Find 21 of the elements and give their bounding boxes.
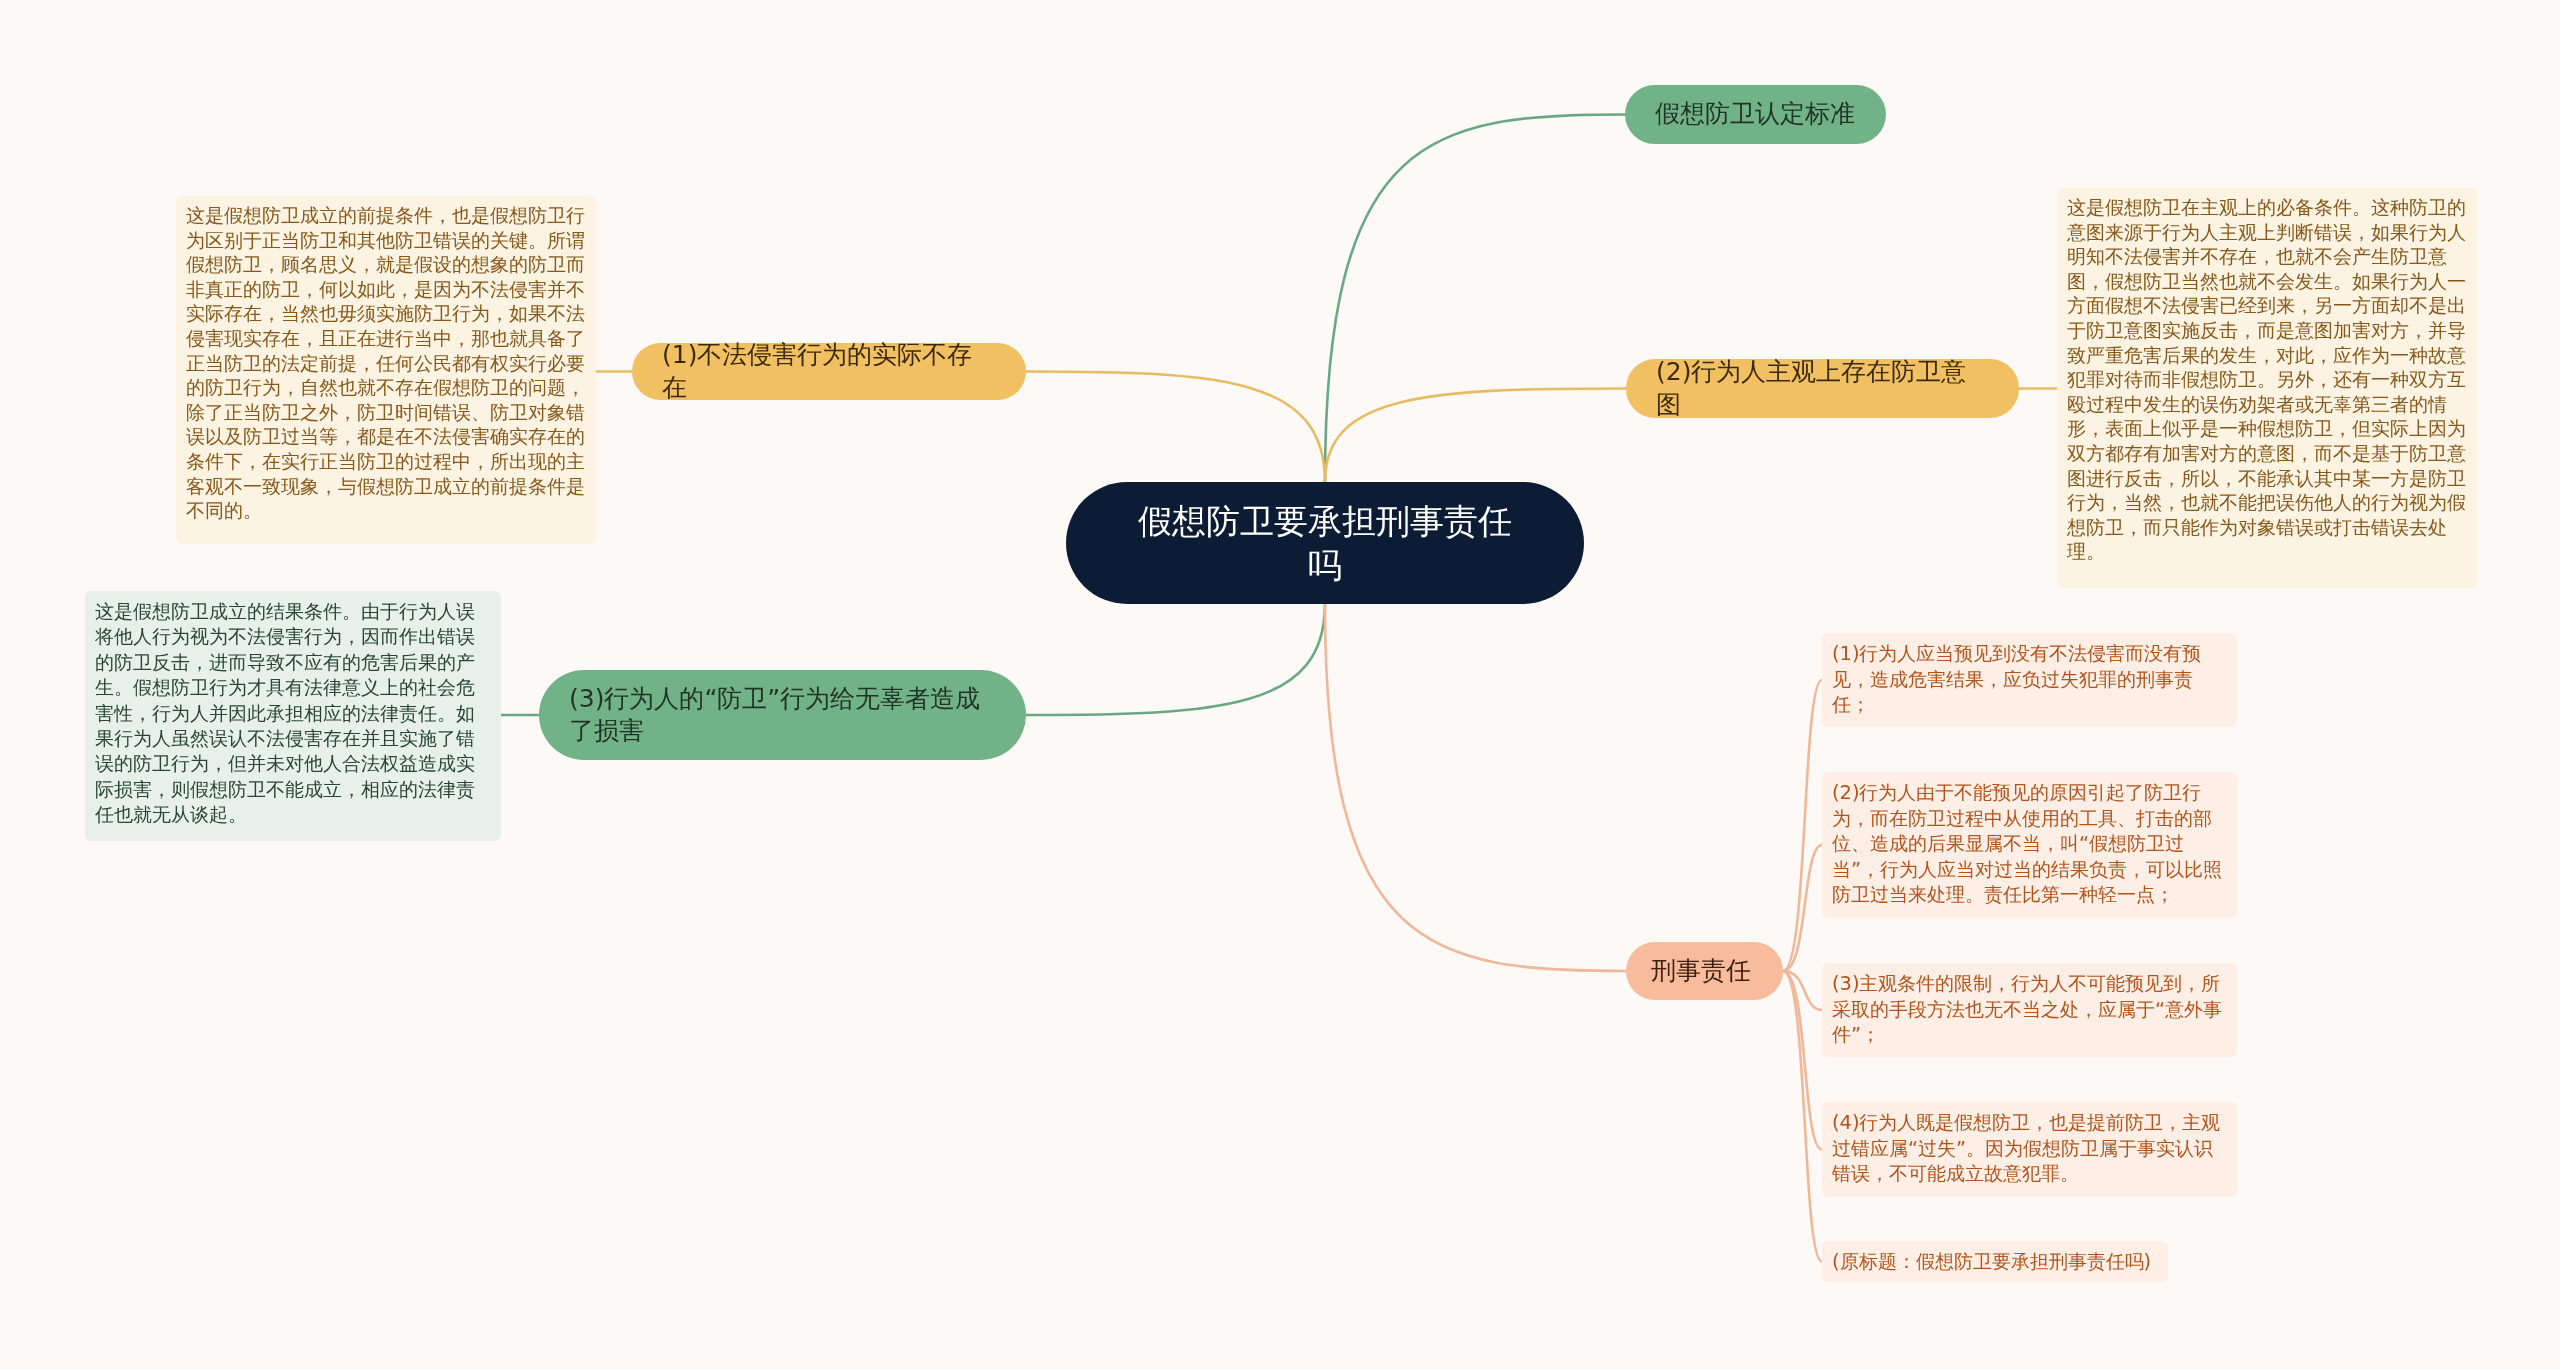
note-box: (2)行为人由于不能预见的原因引起了防卫行为，而在防卫过程中从使用的工具、打击的部位、造成的后果显属不当，叫“假想防卫过当”，行为人应当对过当的结果负责，可以比照防卫过当来处理。责任比第一种轻一点； xyxy=(1822,772,2237,918)
note-box: (1)行为人应当预见到没有不法侵害而没有预见，造成危害结果，应负过失犯罪的刑事责任； xyxy=(1822,633,2237,727)
topic-box: (3)行为人的“防卫”行为给无辜者造成了损害 xyxy=(539,670,1026,760)
connector-line xyxy=(596,370,632,373)
topic-box: 刑事责任 xyxy=(1626,942,1783,1000)
topic-box: 假想防卫认定标准 xyxy=(1625,85,1886,144)
note-box: 这是假想防卫在主观上的必备条件。这种防卫的意图来源于行为人主观上判断错误，如果行为人明知不法侵害并不存在，也就不会产生防卫意图，假想防卫当然也就不会发生。如果行为人一方面假想不法侵害已经到来，另一方面却不是出于防卫意图实施反击，而是意图加害对方，并导致严重危害后果的发生，对此，应作为一种故意犯罪对待而非假想防卫。另外，还有一种双方互殴过程中发生的误伤劝架者或无辜第三者的情形，表面上似乎是一种假想防卫，但实际上因为双方都存有加害对方的意图，而不是基于防卫意图进行反击，所以，不能承认其中某一方是防卫行为，当然，也就不能把误伤他人的行为视为假想防卫，而只能作为对象错误或打击错误去处理。 xyxy=(2057,188,2477,588)
note-box: 这是假想防卫成立的结果条件。由于行为人误将他人行为视为不法侵害行为，因而作出错误的防卫反击，进而导致不应有的危害后果的产生。假想防卫行为才具有法律意义上的社会危害性，行为人并因此承担相应的法律责任。如果行为人虽然误认不法侵害存在并且实施了错误的防卫行为，但并未对他人合法权益造成实际损害，则假想防卫不能成立，相应的法律责任也就无从谈起。 xyxy=(85,591,501,841)
connector-line xyxy=(1782,679,1824,972)
connector-line xyxy=(2019,387,2057,390)
connector-line xyxy=(1323,603,1626,973)
note-box: (3)主观条件的限制，行为人不可能预见到，所采取的手段方法也无不当之处，应属于“意外事件”； xyxy=(1822,963,2237,1057)
note-box: 这是假想防卫成立的前提条件，也是假想防卫行为区别于正当防卫和其他防卫错误的关键。所谓假想防卫，顾名思义，就是假设的想象的防卫而非真正的防卫，何以如此，是因为不法侵害并不实际存在，当然也毋须实施防卫行为，如果不法侵害现实存在，且正在进行当中，那也就具备了正当防卫的法定前提，任何公民都有权实行必要的防卫行为，自然也就不存在假想防卫的问题，除了正当防卫之外，防卫时间错误、防卫对象错误以及防卫过当等，都是在不法侵害确实存在的条件下，在实行正当防卫的过程中，所出现的主客观不一致现象，与假想防卫成立的前提条件是不同的。 xyxy=(176,196,596,544)
topic-box: (1)不法侵害行为的实际不存在 xyxy=(632,343,1026,400)
note-box: (4)行为人既是假想防卫，也是提前防卫，主观过错应属“过失”。因为假想防卫属于事实认识错误，不可能成立故意犯罪。 xyxy=(1822,1102,2237,1197)
topic-box: (2)行为人主观上存在防卫意图 xyxy=(1626,359,2019,418)
connector-line xyxy=(501,713,539,717)
connector-line xyxy=(1782,970,1824,1263)
note-box: (原标题：假想防卫要承担刑事责任吗) xyxy=(1822,1241,2168,1282)
connector-line xyxy=(1323,387,1626,483)
central-topic-box: 假想防卫要承担刑事责任吗 xyxy=(1066,482,1584,604)
